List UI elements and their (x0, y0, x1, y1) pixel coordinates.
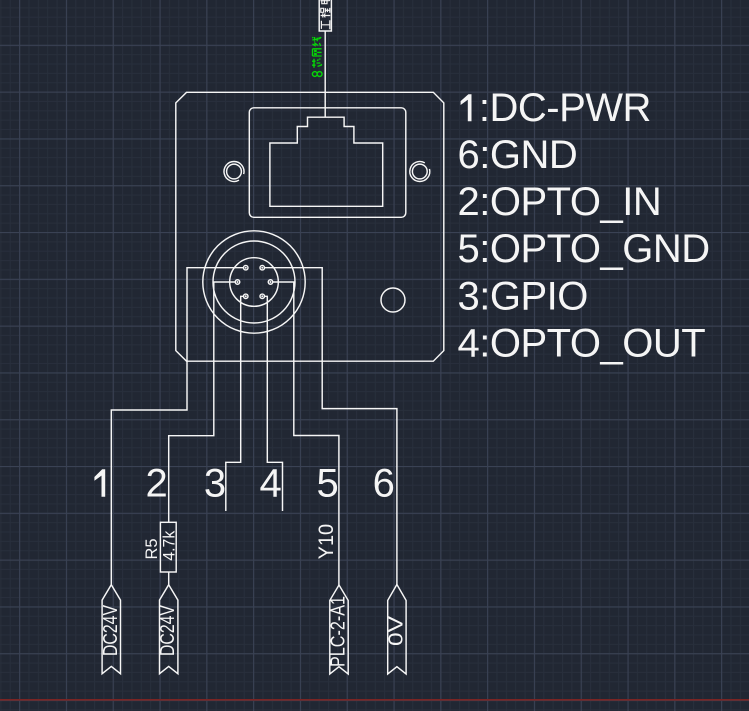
svg-text:5:OPTO_GND: 5:OPTO_GND (458, 227, 710, 271)
svg-text:5: 5 (316, 462, 338, 506)
svg-text:6: 6 (373, 462, 395, 506)
svg-text:PLC-2-A1: PLC-2-A1 (326, 596, 349, 667)
svg-text:DC24V: DC24V (99, 605, 122, 656)
svg-text:0V: 0V (384, 616, 407, 646)
svg-text:2:OPTO_IN: 2:OPTO_IN (458, 180, 662, 224)
svg-text:4:OPTO_OUT: 4:OPTO_OUT (458, 321, 706, 365)
svg-text:3: 3 (204, 462, 226, 506)
svg-text:2: 2 (145, 462, 167, 506)
svg-text:Y10: Y10 (315, 524, 338, 560)
svg-text:R5: R5 (142, 539, 161, 560)
svg-text:4: 4 (259, 462, 281, 506)
svg-text:DC24V: DC24V (156, 605, 179, 656)
svg-text::DC-PWR: :DC-PWR (479, 86, 651, 130)
svg-text:3:GPIO: 3:GPIO (458, 274, 588, 318)
svg-text:6:GND: 6:GND (458, 133, 578, 177)
svg-text:4.7k: 4.7k (160, 530, 179, 560)
